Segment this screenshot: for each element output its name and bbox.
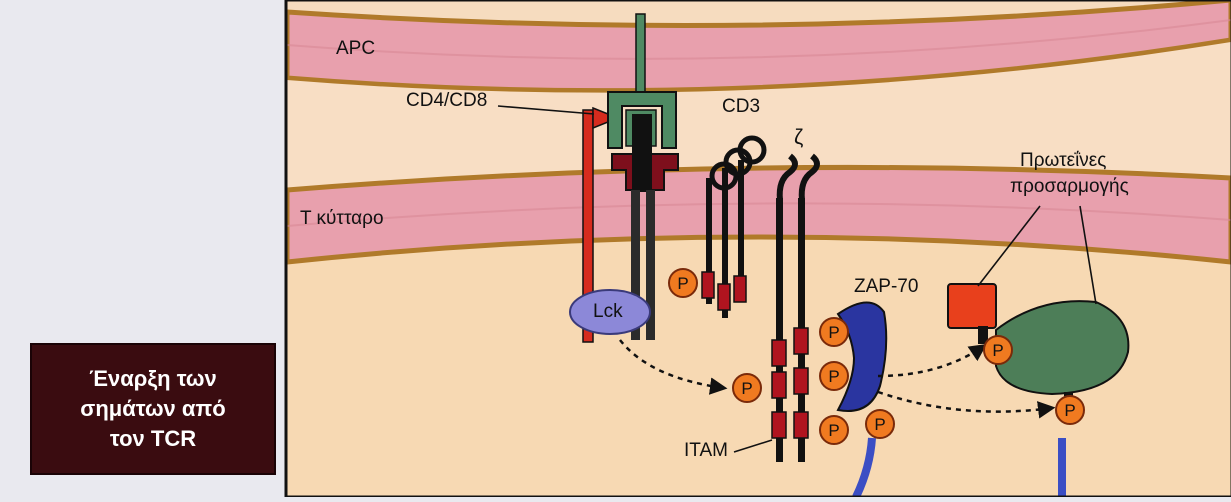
phosphate-label: P [1064, 401, 1075, 420]
phosphate-circle [668, 268, 698, 298]
tcr-stalk-right [646, 190, 655, 340]
caption-line-3: τον TCR [109, 426, 197, 451]
caption-line-1: Έναρξη των [89, 366, 217, 391]
zeta-chain-1-stalk [776, 198, 783, 462]
itam-label: ITAM [684, 440, 728, 461]
adapter-pointer-1 [977, 205, 1041, 287]
phosphate-group: P [1055, 395, 1085, 425]
cd3-domain-3 [737, 135, 767, 165]
cd3-label: CD3 [722, 96, 761, 117]
zap70-kinase [836, 301, 888, 412]
zap70-to-adapter-arrow [877, 344, 987, 378]
phosphate-label: P [874, 415, 885, 434]
mhc-molecule [607, 91, 677, 149]
cd4cd8-pointer [497, 105, 595, 115]
apc-membrane-midline [287, 19, 1231, 60]
phosphate-group: P [819, 317, 849, 347]
coreceptor-stalk [582, 109, 594, 343]
phosphate-label: P [992, 341, 1003, 360]
phosphate-label: P [828, 421, 839, 440]
zeta-itam [793, 327, 809, 355]
cd3-chain-1 [706, 178, 712, 304]
tcell-membrane-midline [287, 202, 1231, 227]
phosphate-circle [1055, 395, 1085, 425]
zeta-chain-2 [798, 153, 820, 201]
zeta-itam [793, 411, 809, 439]
phosphate-label: P [741, 379, 752, 398]
lck-label: Lck [593, 301, 623, 322]
cd4cd8-label: CD4/CD8 [406, 90, 488, 111]
zeta-itam [793, 367, 809, 395]
adapter-red-block [947, 283, 997, 329]
adapter-pointer-2 [1079, 205, 1097, 305]
zap70-to-adapter-arrow-2 [877, 390, 1056, 419]
phosphate-label: P [828, 367, 839, 386]
cd3-itam [733, 275, 747, 303]
phosphate-group: P [668, 268, 698, 298]
apc-membrane [287, 0, 1231, 94]
zeta-itam [771, 411, 787, 439]
adapter-label-line1: Πρωτεΐνες [1020, 150, 1107, 171]
phosphate-circle [732, 373, 762, 403]
coreceptor-flag [592, 106, 621, 130]
phosphate-circle [819, 415, 849, 445]
adapter-label-line2: προσαρμογής [1010, 176, 1129, 197]
phosphate-group: P [819, 361, 849, 391]
adapter-green-protein [995, 300, 1130, 396]
tcr-core [632, 114, 652, 192]
phosphate-circle [983, 335, 1013, 365]
lck-kinase [569, 289, 651, 335]
mhc-stalk [635, 13, 646, 103]
adapter-red-linker [978, 326, 988, 344]
zeta-chains [771, 153, 820, 462]
lck-to-itam-arrow [619, 339, 728, 395]
cd3-itam [701, 271, 715, 299]
phosphate-label: P [828, 323, 839, 342]
phosphate-group: P [819, 415, 849, 445]
phosphate-group: P [865, 409, 895, 439]
zap70-tail [852, 437, 876, 497]
phosphate-group: P [732, 373, 762, 403]
cd3-itam [717, 283, 731, 311]
zap70-label: ZAP-70 [854, 276, 919, 297]
apc-label: APC [336, 38, 376, 59]
zeta-itam [771, 371, 787, 399]
tcell-label: Τ κύτταρο [300, 208, 384, 229]
extracellular-space [287, 42, 1231, 190]
tcell-membrane [287, 164, 1231, 265]
zeta-itam [771, 339, 787, 367]
itam-pointer [733, 439, 773, 453]
cd3-complex [701, 135, 767, 318]
zeta-label: ζ [794, 126, 804, 149]
phosphate-groups: P P P P P P P P [668, 268, 1085, 445]
cd3-chain-3 [738, 160, 744, 300]
cd3-chain-2 [722, 168, 728, 318]
caption-line-2: σημάτων από [80, 396, 226, 421]
tcr-stalk-left [631, 190, 640, 340]
phosphate-circle [819, 361, 849, 391]
phosphate-circle [865, 409, 895, 439]
zeta-chain-1 [776, 153, 798, 201]
phosphate-circle [819, 317, 849, 347]
phosphate-label: P [677, 274, 688, 293]
phosphate-group: P [983, 335, 1013, 365]
caption-box: Έναρξη των σημάτων από τον TCR [30, 343, 276, 475]
